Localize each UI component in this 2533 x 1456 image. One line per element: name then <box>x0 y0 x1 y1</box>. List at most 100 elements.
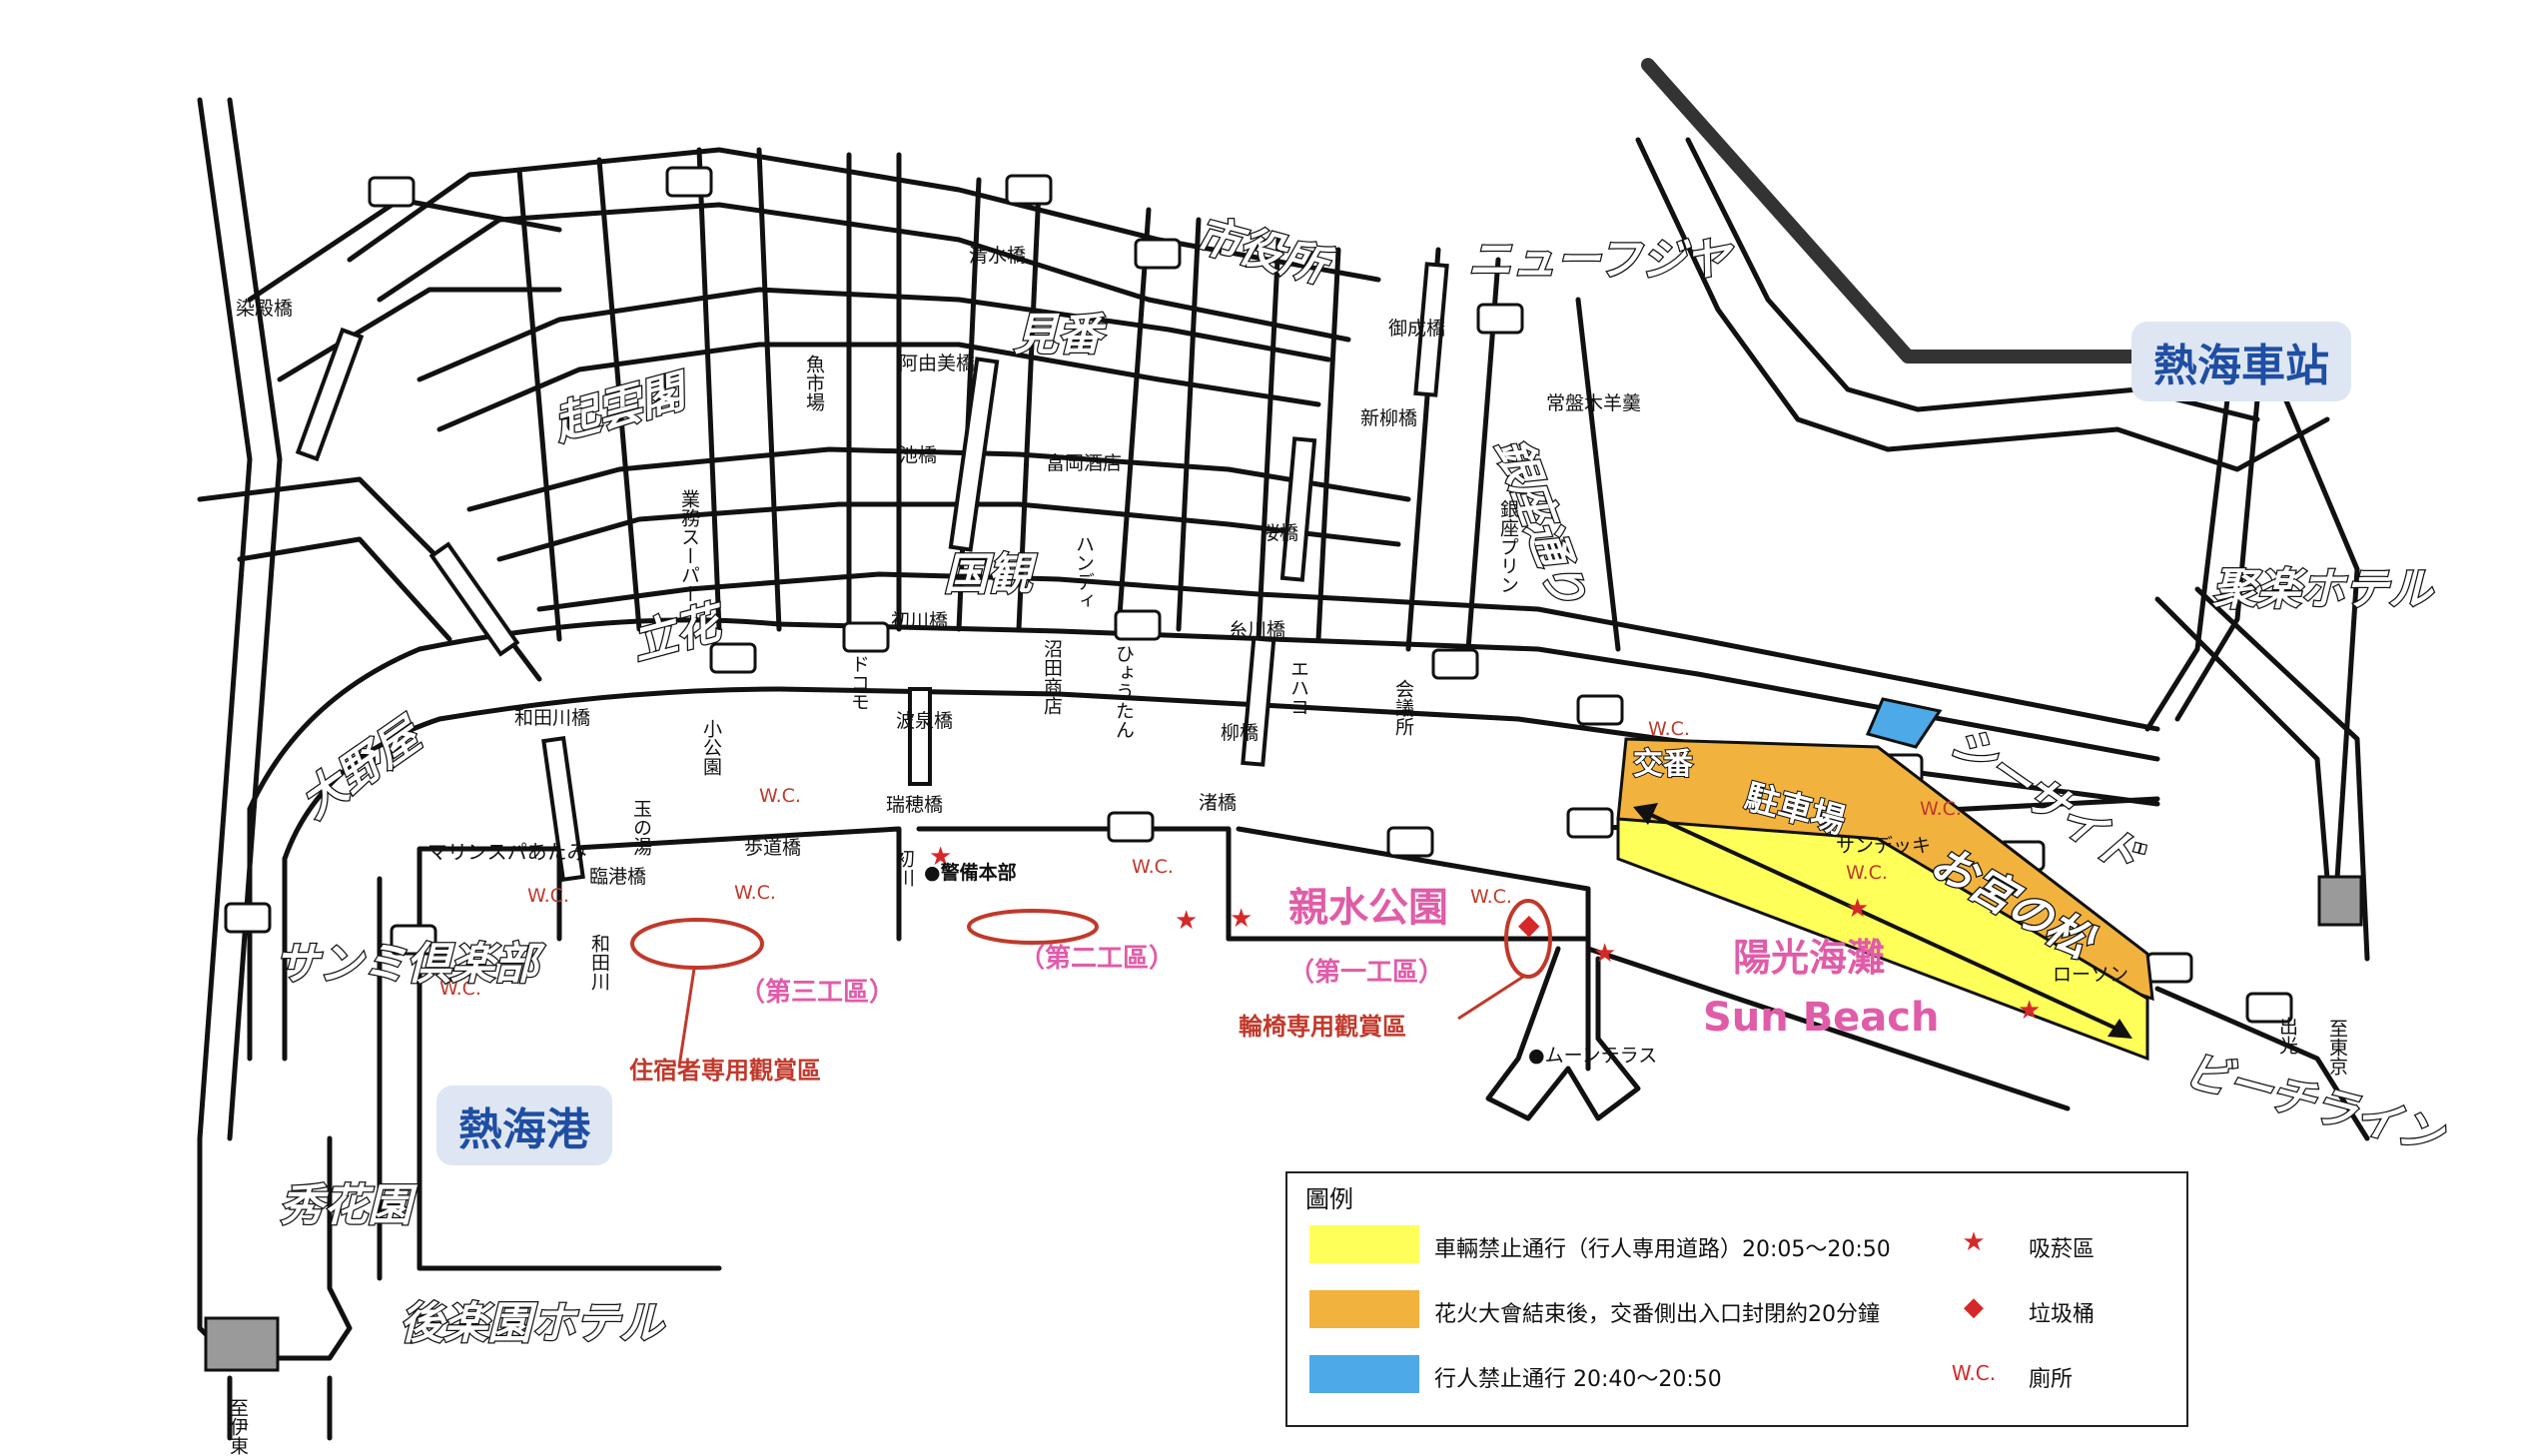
svg-text:銀座プリン: 銀座プリン <box>1497 499 1519 594</box>
place-labels: 染殿橋 清水橋 阿由美橋 池橋 魚市場 富岡酒店 御成橋 新柳橋 常盤木羊羹 桜… <box>227 245 2348 1455</box>
svg-text:●警備本部: ●警備本部 <box>924 861 1017 884</box>
svg-text:和田川: 和田川 <box>588 934 610 991</box>
street-kokkan: 国観 <box>944 549 1038 600</box>
smoking-star: ★ <box>1230 904 1253 934</box>
svg-text:W.C.: W.C. <box>527 885 569 907</box>
svg-text:池橋: 池橋 <box>899 444 937 466</box>
hatched-alleys <box>295 262 1449 882</box>
svg-text:魚市場: 魚市場 <box>803 355 825 412</box>
svg-text:小公園: 小公園 <box>700 719 722 776</box>
svg-text:エハコ: エハコ <box>1287 659 1309 716</box>
smoking-star: ★ <box>1175 906 1198 936</box>
legend-title: 圖例 <box>1305 1185 1353 1213</box>
svg-text:富岡酒店: 富岡酒店 <box>1046 452 1122 474</box>
svg-text:至東京: 至東京 <box>2326 1019 2348 1077</box>
svg-text:臨港橋: 臨港橋 <box>589 866 646 888</box>
port-badge: 熱海港 <box>436 1086 612 1165</box>
svg-text:玉の湯: 玉の湯 <box>630 799 652 857</box>
street-new-fujiya: ニューフジヤ <box>1468 235 1734 286</box>
main-road-south-edge <box>282 686 2160 1062</box>
svg-text:波泉橋: 波泉橋 <box>896 710 953 732</box>
legend-star-icon: ★ <box>1962 1227 1986 1257</box>
svg-text:柳橋: 柳橋 <box>1221 722 1259 744</box>
bridge-markers <box>224 166 2293 1024</box>
svg-text:和田川橋: 和田川橋 <box>514 707 590 729</box>
station-block-top <box>2317 875 2363 927</box>
svg-text:御成橋: 御成橋 <box>1388 318 1445 340</box>
smoking-star: ★ <box>929 842 952 872</box>
svg-text:出光: 出光 <box>2276 1017 2298 1055</box>
smoking-star: ★ <box>2018 996 2041 1026</box>
svg-text:初川橋: 初川橋 <box>891 610 948 632</box>
beach-en-label: Sun Beach <box>1703 995 1939 1041</box>
street-shiyakusho: 市役所 <box>1191 209 1337 294</box>
map-legend: 圖例 車輛禁止通行（行人専用道路）20:05～20:50 ★ 吸菸區 花火大會結… <box>1285 1171 2188 1427</box>
smoking-star: ★ <box>1846 894 1869 924</box>
street-kenban: 見番 <box>1014 310 1107 361</box>
street-beachline: ビーチライン <box>2179 1045 2450 1162</box>
legend-symbol-text: 廁所 <box>2029 1367 2074 1392</box>
legend-wc-icon: W.C. <box>1951 1361 1997 1385</box>
svg-text:業務スーパー: 業務スーパー <box>678 489 700 603</box>
smoking-star: ★ <box>1593 939 1616 969</box>
svg-text:阿由美橋: 阿由美橋 <box>899 353 975 374</box>
police-box-label: 交番 <box>1633 747 1694 782</box>
svg-text:ローソン: ローソン <box>2053 964 2128 986</box>
zone2-label: （第二工區） <box>1019 943 1175 974</box>
blue-closure-zone <box>1865 697 1943 749</box>
zone3-label: （第三工區） <box>739 977 895 1008</box>
legend-text: 行人禁止通行 20:40～20:50 <box>1434 1367 1722 1392</box>
svg-text:沼田商店: 沼田商店 <box>1041 639 1063 715</box>
legend-diamond-icon: ◆ <box>1964 1292 1984 1322</box>
wheelchair-viewing-ellipse <box>1504 899 1552 979</box>
road-network <box>197 58 2370 1441</box>
svg-text:ひょうたん: ひょうたん <box>1113 644 1135 739</box>
svg-text:W.C.: W.C. <box>1648 718 1690 740</box>
railway-line <box>1641 58 2154 364</box>
svg-text:ドコモ: ドコモ <box>848 654 870 711</box>
svg-text:W.C.: W.C. <box>1846 862 1888 884</box>
svg-text:サンデッキ: サンデッキ <box>1836 835 1931 857</box>
street-jurakku: 聚楽ホテル <box>2212 564 2434 615</box>
wc-markers: W.C. W.C. W.C. W.C. W.C. W.C. W.C. W.C. … <box>439 718 1962 1000</box>
legend-symbol-text: 垃圾桶 <box>2029 1302 2096 1327</box>
svg-text:W.C.: W.C. <box>734 882 776 904</box>
street-shukaen: 秀花園 <box>280 1180 419 1231</box>
legend-text: 車輛禁止通行（行人専用道路）20:05～20:50 <box>1434 1237 1891 1262</box>
yellow-pedestrian-zone <box>1616 817 2149 1062</box>
zone2-ellipse <box>967 909 1099 945</box>
svg-text:W.C.: W.C. <box>1920 798 1962 820</box>
wheelchair-area-label: 輪椅専用觀賞區 <box>1239 1013 1406 1041</box>
svg-text:ハンディ: ハンディ <box>1073 534 1095 610</box>
svg-text:瑞穂橋: 瑞穂橋 <box>886 794 943 816</box>
resident-area-label: 住宿者専用觀賞區 <box>629 1057 821 1085</box>
legend-swatch-blue <box>1309 1355 1419 1393</box>
pedestrian-arrow-head-left <box>1633 803 1658 825</box>
street-onoya: 大野屋 <box>292 708 432 828</box>
resident-viewing-ellipse <box>630 918 764 970</box>
legend-symbol-text: 吸菸區 <box>2029 1237 2096 1262</box>
street-marine: マリンスパあたみ <box>427 840 587 864</box>
legend-row-orange: 花火大會結束後，交番側出入口封閉約20分鐘 ◆ 垃圾桶 <box>1309 1290 2168 1334</box>
svg-text:桜橋: 桜橋 <box>1261 522 1298 544</box>
svg-text:糸川橋: 糸川橋 <box>1229 619 1285 641</box>
pedestrian-arrow-line <box>1637 807 2128 1036</box>
svg-text:至伊東: 至伊東 <box>227 1398 249 1455</box>
park-zone1-label: （第一工區） <box>1288 957 1444 988</box>
svg-text:W.C.: W.C. <box>759 785 801 807</box>
beach-jp-label: 陽光海灘 <box>1733 936 1885 980</box>
svg-text:清水橋: 清水橋 <box>969 245 1026 267</box>
legend-swatch-orange <box>1309 1290 1419 1328</box>
trash-diamond: ◆ <box>1518 908 1540 941</box>
legend-swatch-yellow <box>1309 1225 1419 1263</box>
smoking-area-markers: ★ ★ ★ ★ ★ ★ <box>929 842 2041 1026</box>
street-sanmi: サンミ倶楽部 <box>275 939 545 990</box>
svg-text:W.C.: W.C. <box>1132 856 1174 878</box>
svg-text:会議所: 会議所 <box>1392 679 1414 736</box>
main-road-north-edge <box>247 617 2160 1062</box>
svg-text:渚橋: 渚橋 <box>1199 792 1237 814</box>
svg-text:初川: 初川 <box>893 849 915 887</box>
svg-text:●ムーンテラス: ●ムーンテラス <box>1528 1045 1657 1067</box>
street-korakuen: 後楽園ホテル <box>400 1298 665 1349</box>
